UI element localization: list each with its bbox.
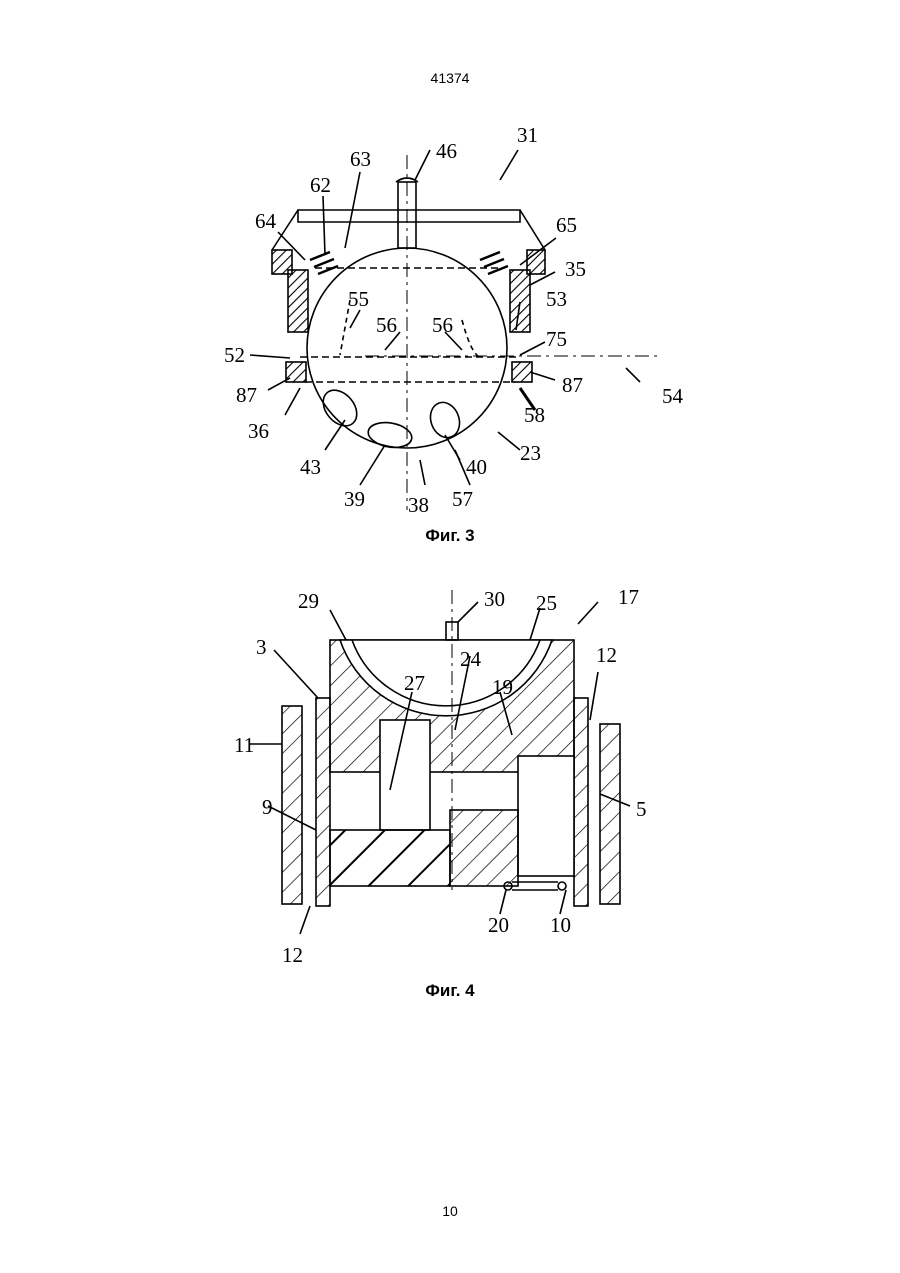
- figure-4-caption: Фиг. 4: [0, 981, 900, 1001]
- fig3-label-64: 64: [255, 209, 277, 233]
- fig3-label-40: 40: [466, 455, 487, 479]
- fig4-label-17: 17: [618, 585, 639, 609]
- fig3-label-63: 63: [350, 147, 371, 171]
- fig4-label-3: 3: [256, 635, 267, 659]
- fig3-label-87-left: 87: [236, 383, 257, 407]
- fig3-label-35: 35: [565, 257, 586, 281]
- fig3-label-52: 52: [224, 343, 245, 367]
- fig3-label-56-right: 56: [432, 313, 453, 337]
- figure-3-caption: Фиг. 3: [0, 526, 900, 546]
- fig3-label-54: 54: [662, 384, 684, 408]
- fig4-label-20: 20: [488, 913, 509, 937]
- fig4-label-29: 29: [298, 589, 319, 613]
- figure-4-drawing: 29 30 25 17 3 24 27 19 12 11 9 5 12 20 1…: [0, 580, 900, 970]
- fig3-label-62: 62: [310, 173, 331, 197]
- fig4-label-12-bottom: 12: [282, 943, 303, 967]
- fig3-label-53: 53: [546, 287, 567, 311]
- fig4-label-19: 19: [492, 675, 513, 699]
- fig3-label-23: 23: [520, 441, 541, 465]
- fig4-label-10: 10: [550, 913, 571, 937]
- page-number: 10: [0, 1203, 900, 1219]
- fig3-label-57: 57: [452, 487, 473, 511]
- fig3-label-58: 58: [524, 403, 545, 427]
- fig4-label-9: 9: [262, 795, 273, 819]
- fig4-label-12-right: 12: [596, 643, 617, 667]
- fig3-label-43: 43: [300, 455, 321, 479]
- document-number: 41374: [0, 70, 900, 86]
- fig4-label-27: 27: [404, 671, 425, 695]
- fig4-label-11: 11: [234, 733, 254, 757]
- fig3-label-38: 38: [408, 493, 429, 517]
- fig3-label-46: 46: [436, 139, 457, 163]
- figure-3-drawing: 31 46 63 62 64 65 35 53 55 56 56 52 75 8…: [0, 110, 900, 520]
- fig3-label-39: 39: [344, 487, 365, 511]
- fig3-label-55: 55: [348, 287, 369, 311]
- fig4-label-25: 25: [536, 591, 557, 615]
- fig3-label-75: 75: [546, 327, 567, 351]
- fig3-label-65: 65: [556, 213, 577, 237]
- fig3-label-87-right: 87: [562, 373, 583, 397]
- fig3-label-56-left: 56: [376, 313, 397, 337]
- fig3-label-36: 36: [248, 419, 269, 443]
- fig4-label-24: 24: [460, 647, 482, 671]
- fig4-label-30: 30: [484, 587, 505, 611]
- fig3-label-31: 31: [517, 123, 538, 147]
- fig4-label-5: 5: [636, 797, 647, 821]
